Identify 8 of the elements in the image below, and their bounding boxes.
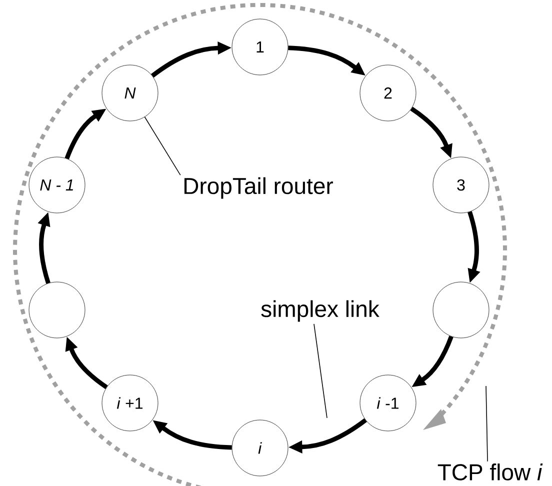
annotation-text: simplex link bbox=[261, 300, 380, 322]
leader-line bbox=[144, 116, 181, 176]
leader-line bbox=[314, 324, 328, 418]
leader-line bbox=[486, 386, 488, 462]
annotation-text: TCP flow i bbox=[438, 464, 543, 480]
router-circle bbox=[432, 282, 490, 338]
router-circle bbox=[28, 282, 86, 338]
annotation-text: DropTail router bbox=[184, 177, 333, 199]
